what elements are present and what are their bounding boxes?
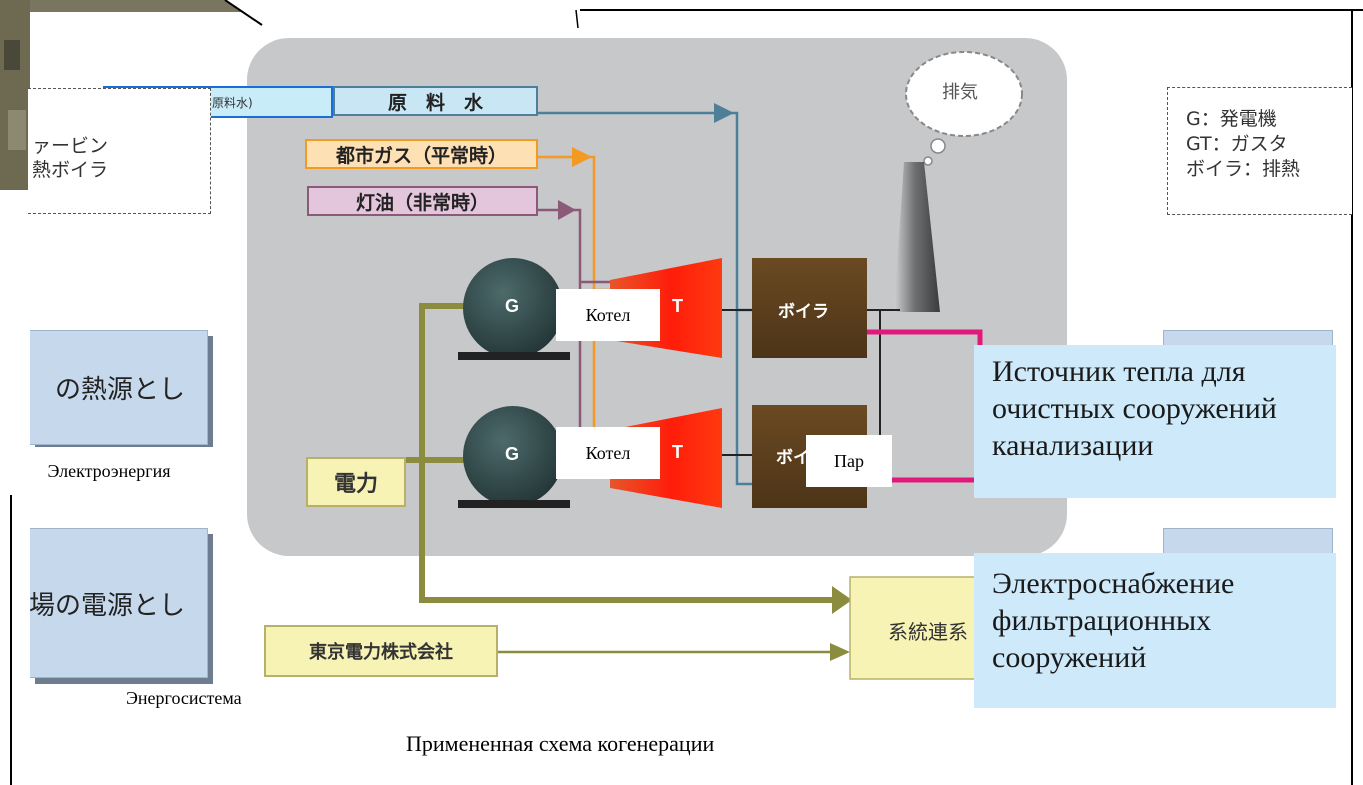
steam-label: Пар [806,435,892,487]
legend-right-line-1: G：発電機 [1186,108,1277,130]
boiler-top-label: ボイラ [778,302,829,322]
power-supply-ru-box: Электроснабжение фильтрационных сооружен… [974,553,1336,708]
boiler-top-box [752,258,867,358]
power-label-box: 電力 [306,457,406,507]
heat-source-box: の熱源とし [30,330,208,445]
grid-arrow [830,643,850,661]
heat-source-ru-box: Источник тепла для очистных сооружений к… [974,345,1336,498]
legend-right-line-2: GT：ガスタ [1186,133,1288,155]
kerosene-arrow [558,200,576,220]
diagram-caption: Примененная схема когенерации [406,731,715,756]
generator-bottom [458,406,570,508]
power-source-text: 場の電源とし [30,590,185,621]
photo-fragment [0,0,263,190]
kerosene-text: 灯油（非常時） [355,191,489,214]
heat-source-ru-text: Источник тепла для очистных сооружений к… [992,355,1277,462]
raw-water-label: 原 料 水 [333,86,538,116]
grid-label: Энергосистема [120,688,248,709]
boiler-bottom-label: ボイ [776,448,810,468]
legend-right: G：発電機 GT：ガスタ ボイラ：排熱 [1167,87,1352,215]
raw-water-text: 原 料 水 [387,91,483,114]
power-supply-ru-text: Электроснабжение фильтрационных сооружен… [992,567,1235,674]
city-gas-label: 都市ガス（平常時） [305,139,538,169]
exhaust-label: 排気 [942,82,978,103]
power-source-box: 場の電源とし [30,528,208,678]
legend-left: ァービン 熱ボイラ [28,88,211,214]
legend-right-line-3: ボイラ：排熱 [1186,158,1301,180]
power-line [405,303,835,603]
power-arrow [832,586,852,614]
kotel-label-top: Котел [556,289,660,341]
tepco-box: 東京電力株式会社 [264,625,498,677]
right-box-fragment-bottom [1163,528,1333,554]
generator-bottom-label: G [505,444,520,464]
heat-source-text: の熱源とし [54,375,185,405]
steam-line-top [867,329,983,350]
gas-arrow [572,147,592,167]
kerosene-label: 灯油（非常時） [307,186,538,216]
water-arrow [714,103,734,123]
frame-line-notch [575,9,579,29]
legend-left-line-2: 熱ボイラ [32,159,109,181]
generator-top-label: G [505,296,520,316]
exhaust-cloud [905,51,1023,166]
power-label-text: 電力 [333,472,378,497]
grid-connect-box [849,576,981,680]
turbine-top-label: T [672,296,683,316]
legend-left-line-1: ァービン [32,135,109,157]
electricity-label: Электроэнергия [0,447,218,495]
tepco-text: 東京電力株式会社 [309,642,453,663]
city-gas-text: 都市ガス（平常時） [335,144,507,167]
grid-connect-label: 系統連系 [888,620,968,644]
kotel-label-bottom: Котел [556,427,660,479]
turbine-bottom-label: T [672,442,683,462]
exhaust-stack [894,162,940,312]
generator-top [458,258,570,360]
